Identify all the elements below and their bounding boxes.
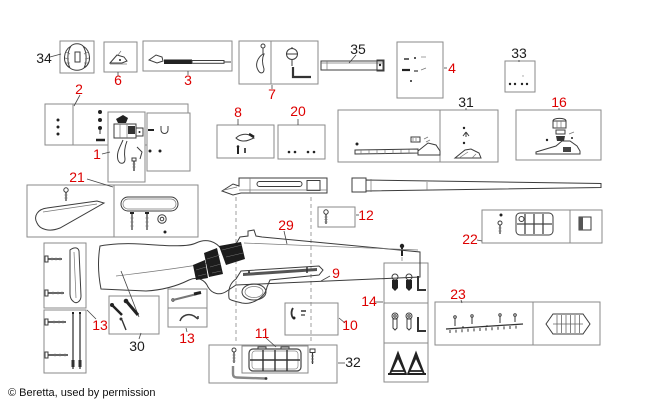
callout-34: 34 xyxy=(36,50,52,66)
part-art-barrel xyxy=(351,177,602,193)
callout-31: 31 xyxy=(458,94,474,110)
part-box-31 xyxy=(337,109,499,163)
part-art-lever-8 xyxy=(235,132,256,154)
part-art-magazine-kit-32 xyxy=(231,347,316,380)
assembly-guide-lines xyxy=(235,197,405,344)
part-box-3 xyxy=(142,40,233,72)
callout-11: 11 xyxy=(255,325,270,341)
part-box-8 xyxy=(216,124,275,159)
callout-3: 3 xyxy=(184,72,192,88)
part-box-1 xyxy=(107,111,146,183)
part-box-21 xyxy=(26,184,199,238)
part-art-front-sight-16 xyxy=(535,117,581,155)
callout-30: 30 xyxy=(129,338,145,354)
part-box-6 xyxy=(103,41,138,73)
part-art-rail-31 xyxy=(354,126,482,159)
part-art-screw-set-2 xyxy=(56,110,105,142)
part-art-butt-pad-21 xyxy=(120,196,179,234)
part-box-14c xyxy=(383,342,429,383)
callout-9: 9 xyxy=(332,265,340,281)
stock-checkering xyxy=(193,242,245,280)
part-art-trigger-group-1 xyxy=(113,115,144,171)
part-art-extractor-34 xyxy=(64,43,90,71)
part-box-16 xyxy=(515,109,602,161)
callout-35: 35 xyxy=(350,41,366,57)
part-art-receiver xyxy=(220,177,328,196)
part-art-bolt-handle-7 xyxy=(256,43,311,79)
part-art-screw-12 xyxy=(323,209,329,224)
part-art-parts-13b xyxy=(171,291,202,322)
part-box-20 xyxy=(277,124,326,160)
callout-23: 23 xyxy=(450,286,466,302)
callout-10: 10 xyxy=(342,317,358,333)
part-art-swivel-studs-14 xyxy=(388,273,426,375)
part-box-12 xyxy=(317,206,356,228)
callout-16: 16 xyxy=(551,94,567,110)
part-box-10 xyxy=(284,302,339,336)
callout-7: 7 xyxy=(268,86,276,102)
callout-13b: 13 xyxy=(179,330,195,346)
part-art-small-parts-10 xyxy=(290,307,306,320)
part-art-spacers-13-upper xyxy=(44,247,82,304)
part-art-rods-13-lower xyxy=(44,312,82,369)
callout-12: 12 xyxy=(358,207,374,223)
callout-29: 29 xyxy=(278,217,294,233)
part-art-action-screws-30 xyxy=(110,298,140,331)
part-box-7 xyxy=(238,40,319,85)
part-box-4 xyxy=(396,41,444,99)
part-art-tube-35 xyxy=(320,59,385,72)
part-box-33 xyxy=(504,60,536,93)
part-art-pins-20 xyxy=(287,150,316,154)
part-art-magazine-11 xyxy=(248,346,302,372)
part-boxes xyxy=(26,40,603,384)
part-art-small-part-6 xyxy=(108,50,128,65)
part-art-spacer-kit-22 xyxy=(497,212,592,236)
part-art-grip-cap-21 xyxy=(35,187,106,231)
part-box-13-upper xyxy=(43,242,87,309)
part-box-34 xyxy=(59,40,95,74)
callout-14: 14 xyxy=(361,293,377,309)
part-art-scope-rail-23 xyxy=(445,313,591,335)
callout-21: 21 xyxy=(69,169,85,185)
callout-20: 20 xyxy=(290,103,306,119)
part-art-screws-33 xyxy=(508,75,529,86)
callout-8: 8 xyxy=(234,104,242,120)
part-box-22 xyxy=(481,209,603,244)
part-box-32 xyxy=(208,344,338,384)
copyright-notice: © Beretta, used by permission xyxy=(8,387,156,399)
part-art-pins-4 xyxy=(402,56,427,82)
callout-1: 1 xyxy=(93,146,101,162)
part-art-stock-29 xyxy=(98,229,421,318)
callout-leader-lines xyxy=(49,53,560,364)
callout-4: 4 xyxy=(448,60,456,76)
callout-22: 22 xyxy=(462,231,478,247)
part-art-clips-2r xyxy=(148,126,169,153)
part-box-23 xyxy=(434,301,601,346)
callout-2: 2 xyxy=(75,81,83,97)
part-box-13-lower xyxy=(43,309,87,374)
part-box-14b xyxy=(383,302,429,344)
part-art-bottom-metal-9 xyxy=(228,265,324,304)
callout-6: 6 xyxy=(114,72,122,88)
part-box-2-right xyxy=(146,112,191,172)
callout-32: 32 xyxy=(345,354,361,370)
callout-33: 33 xyxy=(511,45,527,61)
part-art-bolt-rod-3 xyxy=(147,54,231,64)
callout-numbers: 34 6 3 7 35 4 33 2 1 8 20 31 16 21 12 29… xyxy=(36,41,567,370)
callout-13a: 13 xyxy=(92,317,108,333)
part-box-30 xyxy=(108,295,160,335)
